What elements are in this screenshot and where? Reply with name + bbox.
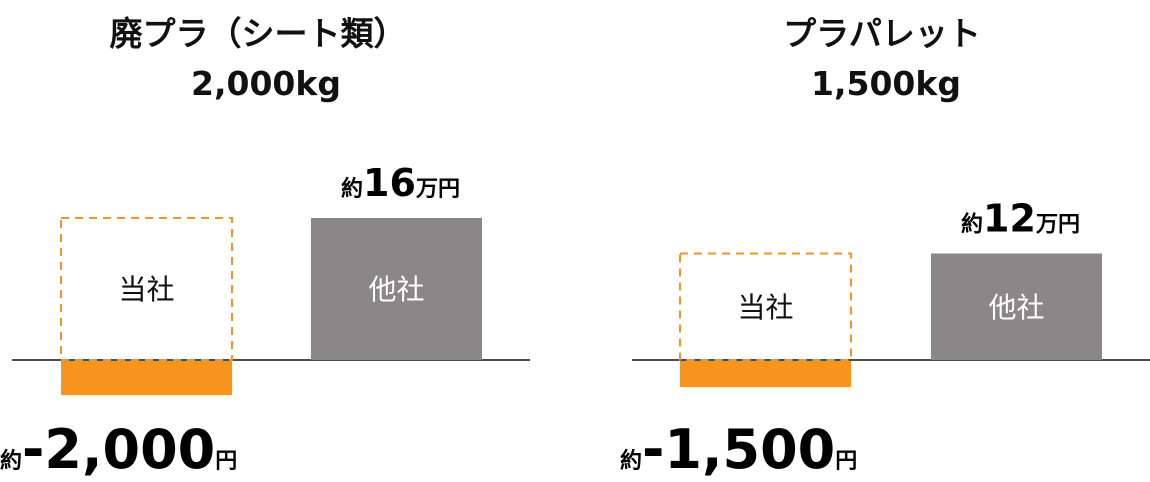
data-label: 約12万円 [961, 197, 1080, 241]
data-label-unit: 万円 [1035, 213, 1080, 238]
data-label-prefix: 約 [961, 212, 983, 238]
bar-own-company [680, 361, 851, 387]
data-label-number: -1,500 [642, 418, 835, 481]
data-label-negative: 約-1,500円 [620, 418, 857, 481]
data-label-unit: 円 [835, 449, 857, 474]
chart-subtitle-left: 2,000kg [191, 64, 341, 103]
bar-other-company [931, 253, 1102, 360]
data-label-unit: 円 [215, 449, 237, 474]
bar-category-label: 当社 [737, 291, 793, 324]
data-label: 約16万円 [341, 161, 460, 205]
data-label-number: -2,000 [22, 418, 215, 481]
own-company-outline [60, 217, 233, 361]
bar-other-company [311, 218, 482, 360]
chart-title-right: プラパレット [783, 14, 981, 53]
bar-category-label: 他社 [988, 291, 1044, 324]
data-label-number: 16 [363, 161, 416, 205]
data-label-number: 12 [983, 197, 1036, 241]
chart-title-left: 廃プラ（シート類） [110, 14, 407, 53]
own-company-outline [679, 252, 852, 361]
data-label-prefix: 約 [0, 448, 22, 474]
bar-category-label: 当社 [118, 273, 174, 306]
data-label-unit: 万円 [415, 177, 460, 202]
data-label-prefix: 約 [341, 176, 363, 202]
data-label-prefix: 約 [620, 448, 642, 474]
data-label-negative: 約-2,000円 [0, 418, 237, 481]
bar-category-label: 他社 [368, 273, 424, 306]
bar-own-company [61, 361, 232, 395]
chart-subtitle-right: 1,500kg [811, 64, 961, 103]
